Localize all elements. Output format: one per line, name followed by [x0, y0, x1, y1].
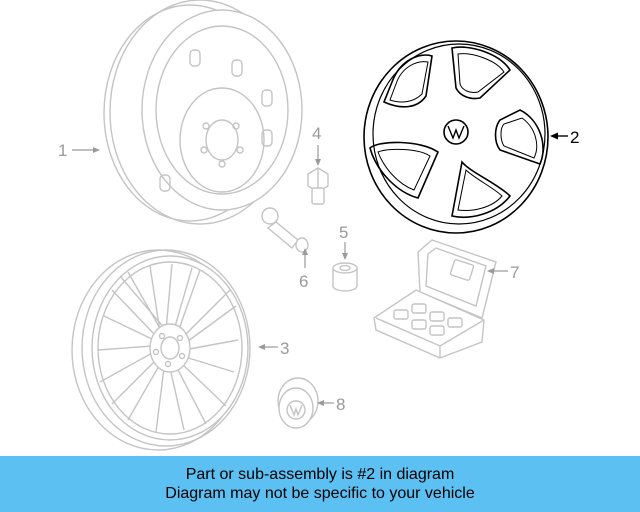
- alloy-wheel-part-3[interactable]: [71, 249, 251, 451]
- callout-number-8: 8: [336, 395, 345, 414]
- nut-part-5[interactable]: [332, 262, 358, 292]
- center-cap-part-8[interactable]: [277, 377, 319, 429]
- callout-number-5: 5: [339, 223, 348, 242]
- callout-5: 5: [339, 223, 348, 260]
- callout-number-3: 3: [280, 339, 289, 358]
- info-banner: Part or sub-assembly is #2 in diagram Di…: [0, 456, 640, 512]
- callout-number-4: 4: [312, 124, 321, 143]
- callout-6: 6: [299, 248, 308, 291]
- callout-1: 1: [58, 141, 100, 160]
- callout-4: 4: [312, 124, 321, 166]
- callout-3: 3: [258, 339, 289, 358]
- callout-7: 7: [487, 263, 519, 282]
- valve-stem-part-6[interactable]: [261, 207, 309, 253]
- alloy-wheel-spokes: [97, 263, 239, 433]
- steel-wheel-part-1[interactable]: [103, 0, 303, 225]
- info-line-disclaimer: Diagram may not be specific to your vehi…: [165, 485, 475, 502]
- callout-number-6: 6: [299, 272, 308, 291]
- info-line-part-number: Part or sub-assembly is #2 in diagram: [185, 466, 455, 483]
- lug-bolt-part-4[interactable]: [307, 167, 329, 205]
- wheel-cover-part-2[interactable]: [363, 40, 549, 234]
- callout-8: 8: [317, 395, 345, 414]
- parts-diagram: 1 2 4 6: [58, 0, 579, 451]
- callout-number-7: 7: [510, 263, 519, 282]
- callout-2: 2: [550, 128, 579, 147]
- lock-kit-part-7[interactable]: [373, 239, 497, 359]
- callout-number-1: 1: [58, 141, 67, 160]
- callout-number-2: 2: [570, 128, 579, 147]
